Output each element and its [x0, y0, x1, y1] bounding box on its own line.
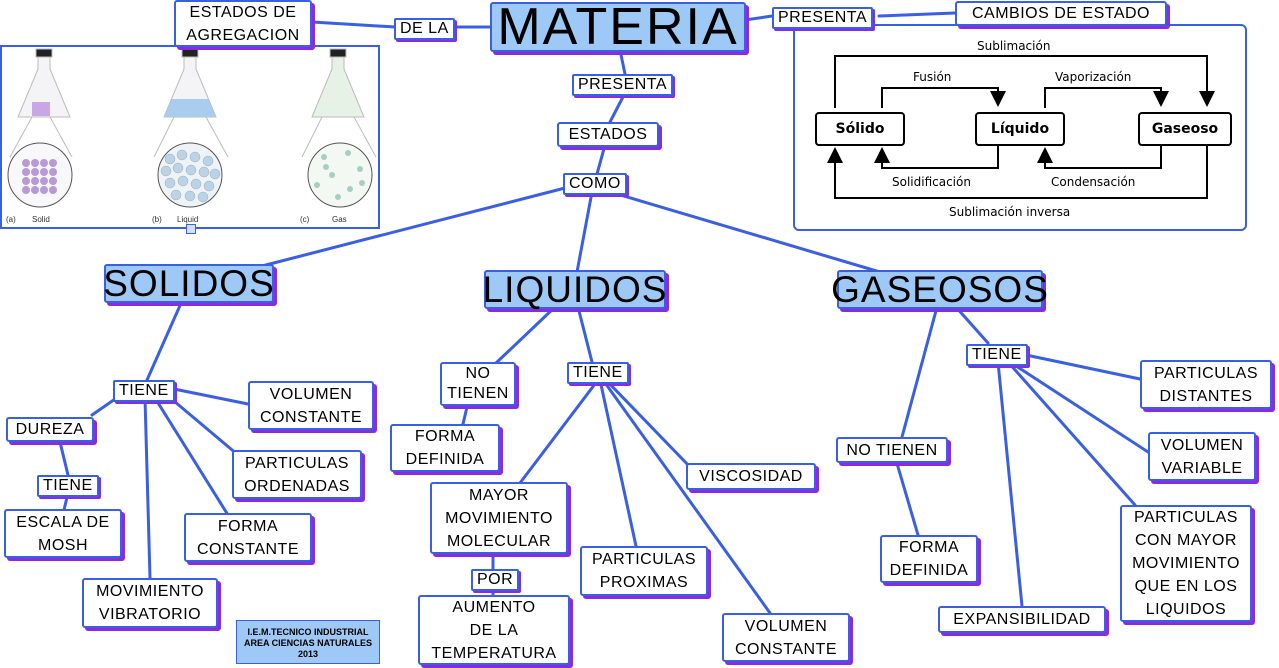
node-escala-mosh[interactable]: ESCALA DE MOSH: [4, 509, 122, 558]
node-volumen-constante-solidos[interactable]: VOLUMEN CONSTANTE: [248, 381, 374, 430]
link-como: COMO: [563, 173, 627, 195]
node-movimiento-vibratorio[interactable]: MOVIMIENTO VIBRATORIO: [82, 578, 218, 628]
link-tiene-liquidos: TIENE: [567, 362, 629, 384]
image-link-icon[interactable]: [186, 224, 196, 234]
node-volumen-variable[interactable]: VOLUMEN VARIABLE: [1148, 432, 1256, 481]
node-no-tienen-gaseosos[interactable]: NO TIENEN: [836, 437, 948, 463]
node-aumento-temperatura[interactable]: AUMENTO DE LA TEMPERATURA: [418, 595, 570, 665]
label-sublimacion-inversa: Sublimación inversa: [949, 205, 1071, 219]
node-no-tienen-liquidos[interactable]: NO TIENEN: [440, 362, 516, 406]
state-gaseoso: Gaseoso: [1138, 112, 1232, 146]
main-title-materia[interactable]: MATERIA: [490, 1, 746, 53]
phase-label-gas: Gas: [332, 215, 347, 224]
link-tiene-dureza: TIENE: [37, 475, 99, 497]
node-estados[interactable]: ESTADOS: [557, 122, 659, 147]
node-forma-definida-gaseosos[interactable]: FORMA DEFINIDA: [880, 535, 978, 583]
phase-states-image: (a) Solid (b) Liquid (c) Gas: [0, 45, 380, 234]
phase-illustration: [7, 48, 377, 208]
state-solido: Sólido: [815, 112, 905, 146]
link-tiene-gaseosos: TIENE: [966, 344, 1028, 366]
phase-letter-c: (c): [300, 215, 310, 224]
link-de-la: DE LA: [394, 18, 455, 40]
link-presenta-down: PRESENTA: [572, 74, 674, 96]
node-expansibilidad[interactable]: EXPANSIBILIDAD: [938, 606, 1106, 633]
phase-label-solid: Solid: [32, 215, 50, 224]
node-volumen-constante-liquidos[interactable]: VOLUMEN CONSTANTE: [722, 613, 850, 662]
node-liquidos[interactable]: LIQUIDOS: [482, 268, 668, 310]
node-cambios-estado[interactable]: CAMBIOS DE ESTADO: [955, 1, 1167, 26]
node-particulas-proximas[interactable]: PARTICULAS PROXIMAS: [580, 546, 708, 596]
label-solidificacion: Solidificación: [892, 175, 971, 189]
node-forma-definida-liquidos[interactable]: FORMA DEFINIDA: [390, 424, 500, 472]
node-mayor-movimiento-molecular[interactable]: MAYOR MOVIMIENTO MOLECULAR: [430, 482, 568, 554]
node-gaseosos[interactable]: GASEOSOS: [831, 268, 1049, 310]
phase-letter-b: (b): [152, 215, 162, 224]
phase-letter-a: (a): [6, 215, 16, 224]
node-particulas-distantes[interactable]: PARTICULAS DISTANTES: [1140, 360, 1272, 409]
node-forma-constante[interactable]: FORMA CONSTANTE: [184, 513, 312, 562]
phase-change-diagram: Sólido Líquido Gaseoso Sublimación Fusió…: [793, 24, 1247, 231]
credit-line-2: AREA CIENCIAS NATURALES: [243, 638, 372, 648]
credit-line-1: I.E.M.TECNICO INDUSTRIAL: [247, 627, 369, 637]
label-sublimacion: Sublimación: [977, 39, 1051, 53]
flask-solid-icon: [7, 48, 73, 208]
node-solidos[interactable]: SOLIDOS: [103, 262, 275, 304]
credit-box: I.E.M.TECNICO INDUSTRIAL AREA CIENCIAS N…: [236, 620, 380, 664]
node-particulas-ordenadas[interactable]: PARTICULAS ORDENADAS: [232, 450, 362, 499]
node-estados-agregacion[interactable]: ESTADOS DE AGREGACION: [174, 0, 312, 47]
link-por: POR: [471, 569, 520, 591]
node-dureza[interactable]: DUREZA: [6, 417, 94, 442]
credit-line-3: 2013: [297, 649, 319, 659]
label-condensacion: Condensación: [1051, 175, 1136, 189]
cycle-arrows: [827, 55, 1215, 199]
node-viscosidad[interactable]: VISCOSIDAD: [686, 463, 816, 490]
label-fusion: Fusión: [913, 70, 952, 84]
state-liquido: Líquido: [975, 112, 1065, 146]
label-vaporizacion: Vaporización: [1055, 70, 1132, 84]
link-tiene-solidos: TIENE: [113, 380, 175, 402]
phase-label-liquid: Liquid: [177, 215, 199, 224]
link-presenta-right: PRESENTA: [772, 7, 874, 29]
node-particulas-mayor-movimiento[interactable]: PARTICULAS CON MAYOR MOVIMIENTO QUE EN L…: [1120, 505, 1252, 622]
